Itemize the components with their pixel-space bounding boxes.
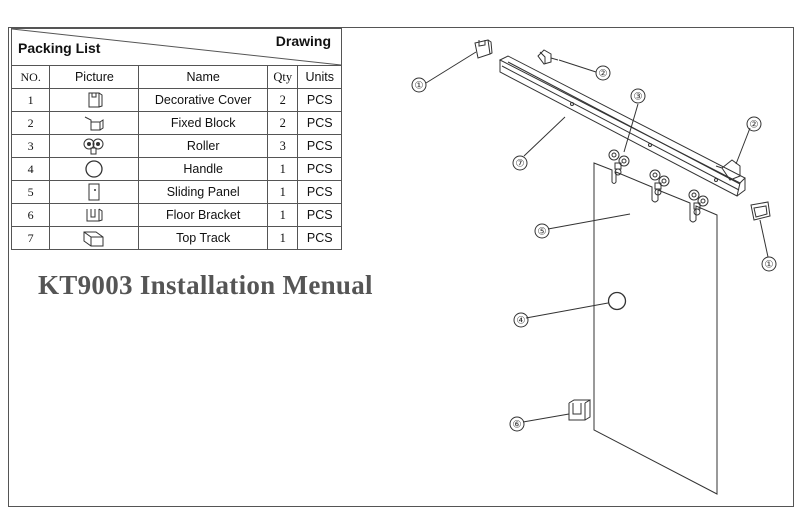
sliding-panel: [593, 162, 718, 495]
row-name: Decorative Cover: [138, 88, 268, 112]
packing-list-title: Packing List: [18, 40, 101, 56]
header-no: NO.: [10, 65, 51, 89]
row-units: PCS: [297, 203, 342, 227]
callout-2b: ②: [750, 120, 759, 131]
callout-6: ⑥: [513, 420, 522, 431]
callout-5: ⑤: [538, 227, 547, 238]
row-no: 7: [10, 226, 51, 250]
callout-2: ②: [599, 69, 608, 80]
row-qty: 3: [266, 134, 299, 158]
fixed-block-icon: [85, 116, 104, 131]
callout-4: ④: [517, 316, 526, 327]
row-units: PCS: [297, 226, 342, 250]
callout-7: ⑦: [516, 159, 525, 170]
roller: [649, 169, 670, 196]
table-row: 2 Fixed Block 2 PCS: [10, 111, 342, 135]
table-row: 6 Floor Bracket 1 PCS: [10, 203, 342, 227]
floor-bracket: [568, 399, 591, 421]
decorative-cover: [474, 39, 493, 59]
decorative-cover-icon: [88, 92, 103, 108]
row-name: Roller: [138, 134, 268, 158]
top-track-icon: [83, 231, 104, 247]
callout-1: ①: [415, 81, 424, 92]
row-qty: 1: [266, 226, 299, 250]
roller: [688, 189, 709, 216]
roller-icon: [83, 138, 104, 155]
packing-list-table: Packing List Drawing NO. Picture Name Qt…: [10, 28, 342, 250]
row-units: PCS: [297, 134, 342, 158]
header-picture: Picture: [49, 65, 140, 89]
handle-part: [607, 291, 627, 311]
top-track: [498, 55, 746, 197]
table-row: 7 Top Track 1 PCS: [10, 226, 342, 250]
table-row: 4 Handle 1 PCS: [10, 157, 342, 181]
roller: [608, 149, 630, 176]
fixed-block: [715, 159, 741, 181]
row-units: PCS: [297, 88, 342, 112]
decorative-cover: [750, 201, 771, 221]
row-name: Sliding Panel: [138, 180, 268, 204]
row-no: 3: [10, 134, 51, 158]
row-no: 2: [10, 111, 51, 135]
sliding-panel-icon: [88, 183, 100, 201]
drawing-title: Drawing: [275, 33, 331, 49]
row-name: Top Track: [138, 226, 268, 250]
callout-3: ③: [634, 92, 643, 103]
table-row: 1 Decorative Cover 2 PCS: [10, 88, 342, 112]
table-header-cell: Packing List Drawing: [11, 28, 342, 66]
row-units: PCS: [297, 111, 342, 135]
fixed-block: [537, 49, 559, 65]
floor-bracket-icon: [86, 208, 103, 222]
row-units: PCS: [297, 180, 342, 204]
callout-1b: ①: [765, 260, 774, 271]
diagonal-divider: [12, 29, 341, 65]
manual-title: KT9003 Installation Menual: [38, 270, 373, 300]
row-name: Floor Bracket: [138, 203, 268, 227]
handle-icon: [85, 160, 104, 178]
header-units: Units: [297, 65, 342, 89]
row-no: 6: [10, 203, 51, 227]
page-frame: [8, 27, 794, 507]
row-qty: 2: [266, 88, 299, 112]
